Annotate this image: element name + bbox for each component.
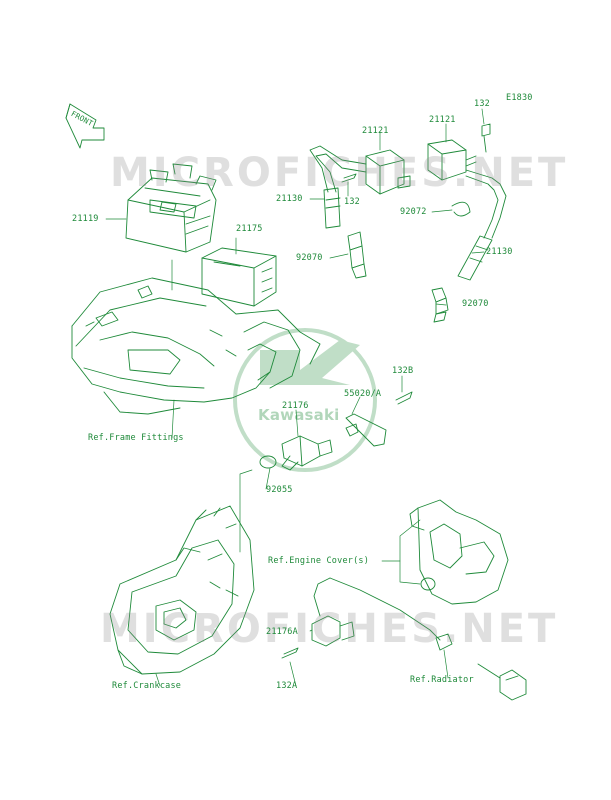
label-ref-crankcase: Ref.Crankcase xyxy=(112,681,182,691)
ignition-coil-left xyxy=(309,145,411,229)
frame-fittings-tray xyxy=(71,277,321,415)
o-ring-92055 xyxy=(259,455,277,469)
label-21175: 21175 xyxy=(236,224,263,234)
sensor-21176 xyxy=(281,435,333,471)
label-21130-a: 21130 xyxy=(276,194,303,204)
label-21176a: 21176A xyxy=(266,627,298,637)
label-92055: 92055 xyxy=(266,485,293,495)
leader-lines xyxy=(105,108,485,687)
spark-plug-right xyxy=(431,287,449,323)
crankcase-housing xyxy=(109,505,255,675)
watermark-top: MICROFICHES.NET xyxy=(110,150,569,196)
label-21176: 21176 xyxy=(282,401,309,411)
label-ref-radiator: Ref.Radiator xyxy=(410,675,474,685)
ignition-coil-right xyxy=(427,123,507,281)
label-21119: 21119 xyxy=(72,214,99,224)
spark-plug-left xyxy=(347,231,367,279)
bracket-55020a xyxy=(345,413,387,447)
clamp-radiator xyxy=(435,633,453,651)
label-132b: 132B xyxy=(392,366,414,376)
engine-cover xyxy=(409,499,509,605)
label-92070-b: 92070 xyxy=(462,299,489,309)
label-132-top: 132 xyxy=(474,99,490,109)
sensor-21176a xyxy=(311,577,441,647)
relay-21175 xyxy=(201,247,277,307)
front-arrow-icon xyxy=(65,103,105,149)
label-132-mid: 132 xyxy=(344,197,360,207)
bolt-132a xyxy=(281,647,299,659)
label-92070-a: 92070 xyxy=(296,253,323,263)
watermark-bottom: MICROFICHES.NET xyxy=(100,606,559,652)
clamp-92072 xyxy=(451,201,471,217)
label-92072: 92072 xyxy=(400,207,427,217)
label-55020a: 55020/A xyxy=(344,389,382,399)
diagram-code: E1830 xyxy=(506,93,533,103)
bolt-132-mid xyxy=(341,173,357,183)
bolt-132b xyxy=(395,391,413,405)
label-21121-a: 21121 xyxy=(362,126,389,136)
label-ref-engine-cover: Ref.Engine Cover(s) xyxy=(268,556,370,566)
label-132a: 132A xyxy=(276,681,298,691)
radiator-sensor xyxy=(477,663,527,701)
kawasaki-logo xyxy=(233,328,377,472)
logo-text: Kawasaki xyxy=(258,406,340,424)
ecu-unit-21119 xyxy=(125,163,217,253)
label-21130-b: 21130 xyxy=(486,247,513,257)
label-21121-b: 21121 xyxy=(429,115,456,125)
label-ref-frame-fittings: Ref.Frame Fittings xyxy=(88,433,184,443)
o-ring-engine-cover xyxy=(420,577,436,591)
